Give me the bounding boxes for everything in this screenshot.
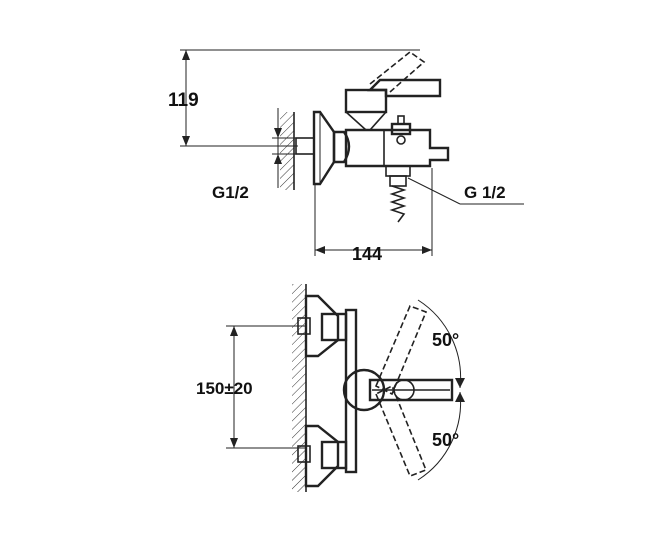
diverter-center xyxy=(396,135,406,145)
dim-inlet-label: G1/2 xyxy=(212,183,249,202)
wall-hatch-front xyxy=(292,284,306,492)
wall-flange xyxy=(312,110,336,186)
mixer-body-front xyxy=(344,308,358,474)
lever-rotated-upper xyxy=(374,304,428,396)
upper-inlet-nipple xyxy=(297,317,311,335)
rotation-arc-upper xyxy=(417,299,462,389)
lever-front[interactable] xyxy=(368,378,454,402)
side-view: 119 G1/2 xyxy=(168,49,524,264)
inlet-nipple xyxy=(295,137,315,155)
upper-nut xyxy=(320,312,348,342)
diverter-stem xyxy=(397,115,405,125)
arc-arrow-lower xyxy=(455,392,465,402)
mixer-body xyxy=(344,128,450,168)
dim-119-label: 119 xyxy=(168,90,199,111)
angle-upper-label: 50° xyxy=(432,330,459,350)
dim-inlet-arrow-top xyxy=(274,128,282,138)
cartridge-neck-right xyxy=(369,111,387,131)
dim-150-label: 150±20 xyxy=(196,379,253,398)
rotation-arc-lower xyxy=(417,391,462,481)
cartridge-housing xyxy=(344,88,388,114)
dim-150-arrow-down xyxy=(230,438,238,448)
dim-119-arrow-up xyxy=(182,50,190,60)
dim-119-arrow-down xyxy=(182,136,190,146)
cartridge-neck-left xyxy=(345,111,367,131)
lever-raised-position xyxy=(369,50,426,93)
lower-nut xyxy=(320,440,348,470)
eccentric-connector xyxy=(332,130,351,164)
outlet-thread xyxy=(389,175,407,187)
dim-outlet-label: G 1/2 xyxy=(464,183,506,202)
lower-wall-flange xyxy=(304,424,340,488)
outlet-hex xyxy=(385,165,411,177)
dim-150-arrow-up xyxy=(230,326,238,336)
shower-hose xyxy=(389,185,407,223)
mixing-lever[interactable] xyxy=(367,78,442,98)
dim-144-arrow-left xyxy=(315,246,325,254)
arc-arrow-upper xyxy=(455,378,465,388)
dim-144-label: 144 xyxy=(352,244,382,264)
lever-rotated-lower xyxy=(374,384,428,478)
lower-inlet-nipple xyxy=(297,445,311,463)
angle-lower-label: 50° xyxy=(432,430,459,450)
wall-hatch-top xyxy=(280,112,294,190)
front-view: 150±20 50° 50° xyxy=(196,284,465,492)
dim-inlet-arrow-bottom xyxy=(274,154,282,164)
dim-144-arrow-right xyxy=(422,246,432,254)
dim-outlet-leader xyxy=(407,177,461,205)
